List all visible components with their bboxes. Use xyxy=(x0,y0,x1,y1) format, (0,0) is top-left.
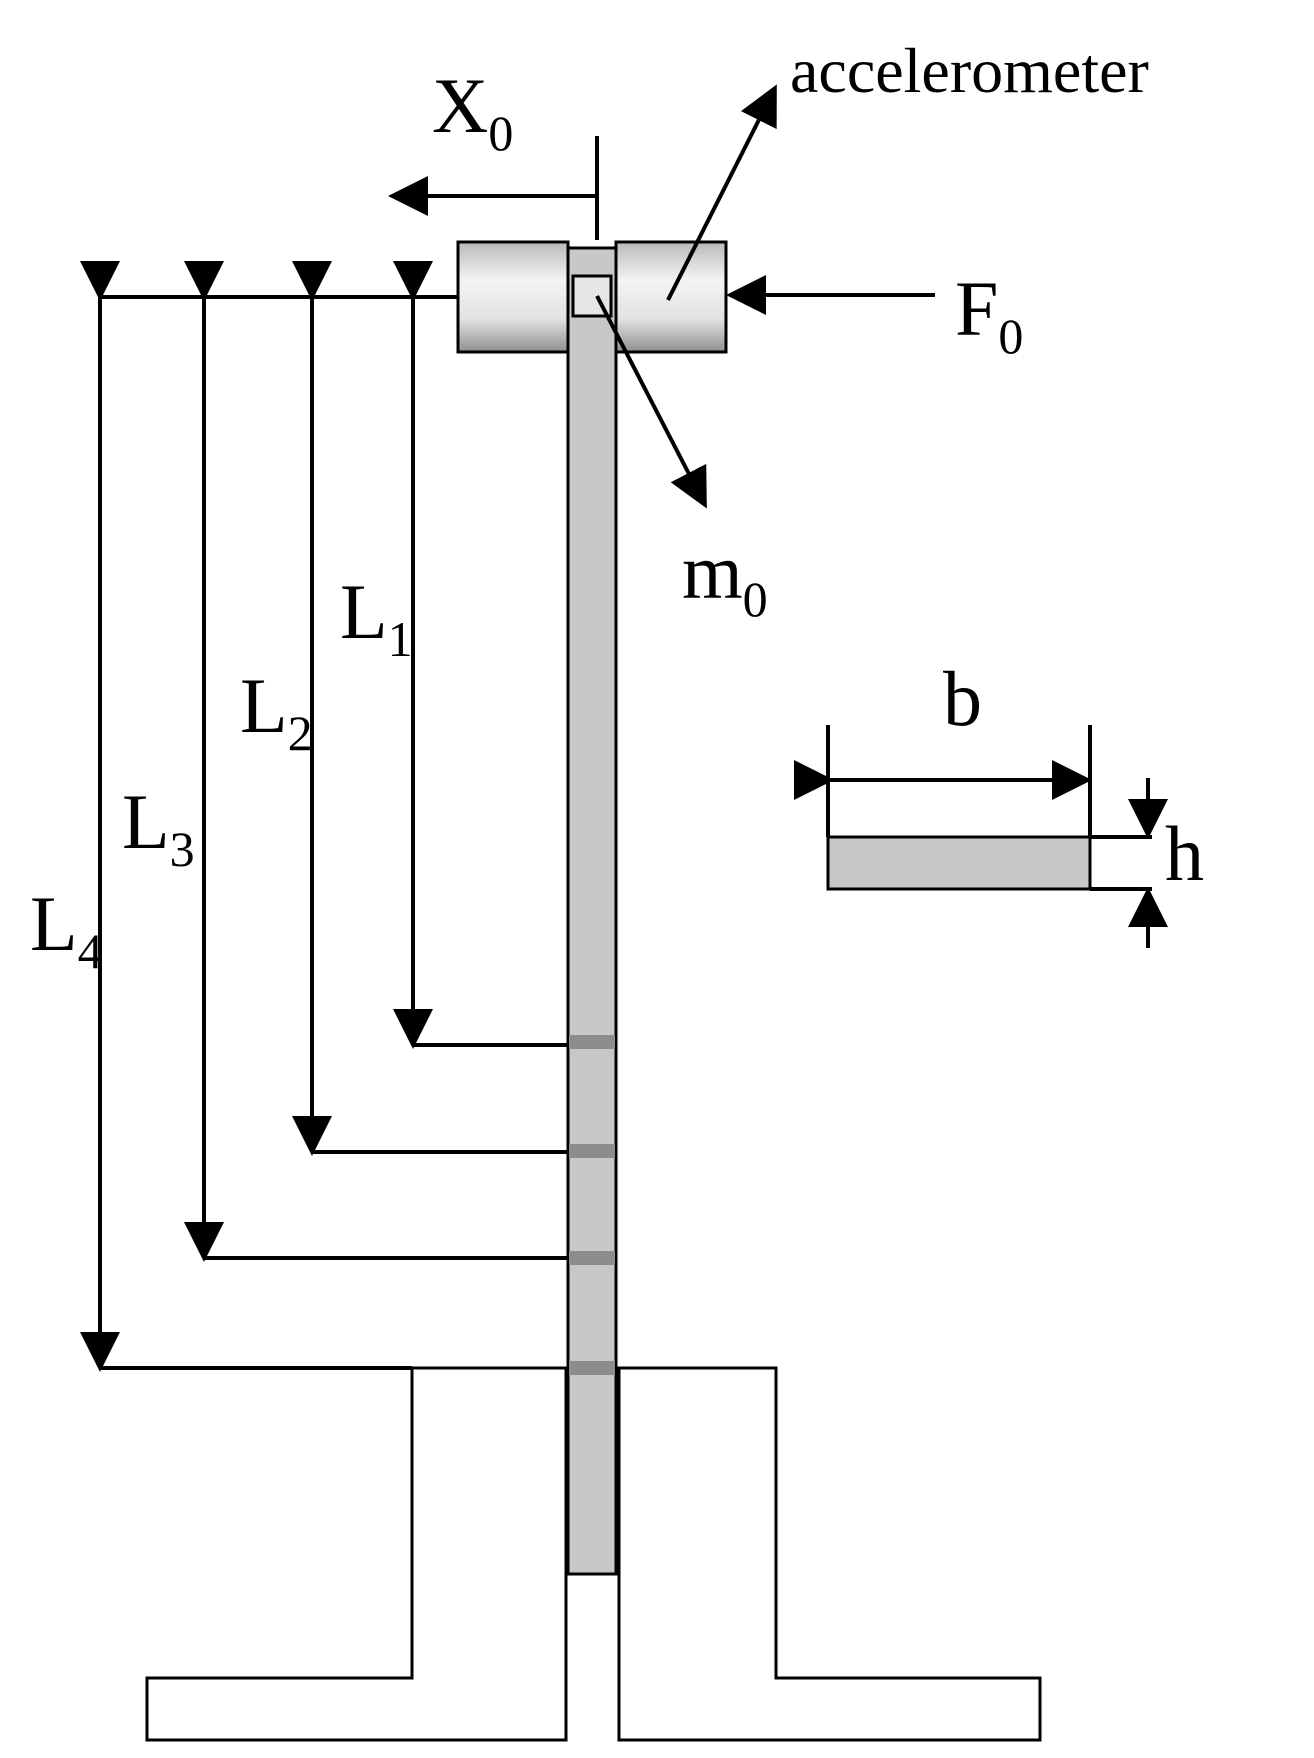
beam-band-1 xyxy=(569,1035,615,1049)
f0-label-sub: 0 xyxy=(998,308,1023,364)
h-label: h xyxy=(1165,810,1204,897)
accelerometer-pointer xyxy=(666,84,777,301)
m0-pointer xyxy=(595,295,707,509)
b-label: b xyxy=(943,655,982,742)
l3-label: L3 xyxy=(122,778,195,877)
m0-label-sub: 0 xyxy=(743,571,768,627)
base-left-block xyxy=(145,1366,568,1742)
m0-label: m0 xyxy=(682,528,768,627)
l1-label-main: L xyxy=(340,568,388,655)
l2-label-sub: 2 xyxy=(288,705,313,761)
base-right-block xyxy=(617,1366,1042,1742)
beam xyxy=(566,246,618,1576)
l1-label: L1 xyxy=(340,568,413,667)
accelerometer-left xyxy=(456,240,570,354)
l4-label-main: L xyxy=(30,880,78,967)
cross-section-rect xyxy=(826,835,1092,891)
x0-label: X0 xyxy=(432,62,513,161)
l4-label: L4 xyxy=(30,880,103,979)
base-clamp xyxy=(145,1366,1042,1742)
l2-label: L2 xyxy=(240,662,313,761)
beam-band-3 xyxy=(569,1251,615,1265)
accelerometer-block xyxy=(456,240,728,354)
l2-label-main: L xyxy=(240,662,288,749)
cross-section xyxy=(794,725,1168,948)
dimension-l3 xyxy=(184,261,568,1262)
beam-band-2 xyxy=(569,1144,615,1158)
x0-label-sub: 0 xyxy=(488,105,513,161)
l1-label-sub: 1 xyxy=(388,611,413,667)
l4-label-sub: 4 xyxy=(78,923,103,979)
dimension-l1 xyxy=(393,261,568,1049)
accelerometer-label: accelerometer xyxy=(790,35,1149,106)
beam-bands xyxy=(569,1035,615,1375)
f0-label-main: F xyxy=(955,265,998,352)
f0-label: F0 xyxy=(955,265,1023,364)
x0-label-main: X xyxy=(432,62,488,149)
dimension-l2 xyxy=(292,261,568,1156)
l3-label-main: L xyxy=(122,778,170,865)
l3-label-sub: 3 xyxy=(170,821,195,877)
m0-label-main: m xyxy=(682,528,743,615)
dimension-l4 xyxy=(80,261,412,1372)
beam-band-4 xyxy=(569,1361,615,1375)
